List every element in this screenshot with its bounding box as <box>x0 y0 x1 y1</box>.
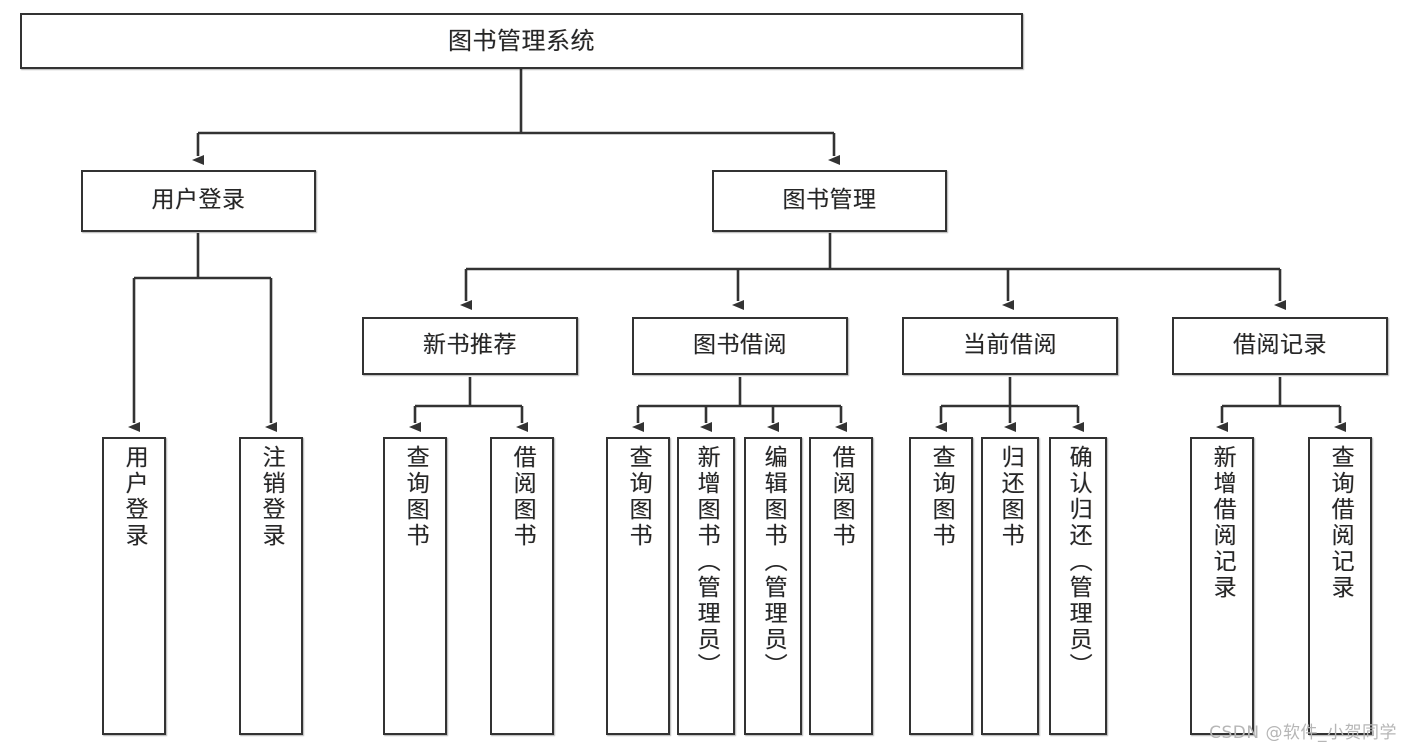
node-borrow-record[interactable]: 借阅记录 <box>1172 317 1388 375</box>
node-leaf-query-book-3[interactable]: 查询图书 <box>909 437 973 735</box>
node-leaf-query-book-2-label: 查询图书 <box>625 445 652 549</box>
node-current-borrow-label: 当前借阅 <box>963 332 1057 359</box>
node-user-login-label: 用户登录 <box>151 187 246 214</box>
node-new-book-recommend[interactable]: 新书推荐 <box>362 317 578 375</box>
watermark-text: CSDN @软件_小贺同学 <box>1209 723 1397 743</box>
node-user-login[interactable]: 用户登录 <box>81 170 316 232</box>
node-borrow-record-label: 借阅记录 <box>1233 332 1327 359</box>
node-book-borrow[interactable]: 图书借阅 <box>632 317 848 375</box>
node-leaf-query-book-2[interactable]: 查询图书 <box>606 437 670 735</box>
node-leaf-return-book[interactable]: 归还图书 <box>981 437 1039 735</box>
node-new-book-recommend-label: 新书推荐 <box>423 332 517 359</box>
node-book-borrow-label: 图书借阅 <box>693 332 787 359</box>
node-leaf-add-book[interactable]: 新增图书（管理员） <box>677 437 735 735</box>
node-leaf-borrow-book-2-label: 借阅图书 <box>828 445 855 549</box>
node-leaf-add-record[interactable]: 新增借阅记录 <box>1190 437 1254 735</box>
node-leaf-query-book-1[interactable]: 查询图书 <box>383 437 447 735</box>
node-leaf-borrow-book-1-label: 借阅图书 <box>509 445 536 549</box>
node-leaf-edit-book[interactable]: 编辑图书（管理员） <box>744 437 802 735</box>
node-leaf-query-book-1-label: 查询图书 <box>402 445 429 549</box>
node-leaf-edit-book-label: 编辑图书（管理员） <box>760 445 787 679</box>
node-leaf-query-record-label: 查询借阅记录 <box>1327 445 1354 601</box>
node-root[interactable]: 图书管理系统 <box>20 13 1023 69</box>
node-leaf-return-book-label: 归还图书 <box>997 445 1024 549</box>
node-leaf-logout[interactable]: 注销登录 <box>239 437 303 735</box>
node-leaf-query-record[interactable]: 查询借阅记录 <box>1308 437 1372 735</box>
node-leaf-borrow-book-2[interactable]: 借阅图书 <box>809 437 873 735</box>
node-leaf-confirm-return[interactable]: 确认归还（管理员） <box>1049 437 1107 735</box>
node-book-manage[interactable]: 图书管理 <box>712 170 947 232</box>
node-current-borrow[interactable]: 当前借阅 <box>902 317 1118 375</box>
node-leaf-confirm-return-label: 确认归还（管理员） <box>1065 445 1092 679</box>
node-root-label: 图书管理系统 <box>448 26 595 55</box>
node-leaf-add-book-label: 新增图书（管理员） <box>693 445 720 679</box>
node-leaf-logout-label: 注销登录 <box>258 445 285 549</box>
node-leaf-user-login[interactable]: 用户登录 <box>102 437 166 735</box>
node-leaf-query-book-3-label: 查询图书 <box>928 445 955 549</box>
node-leaf-add-record-label: 新增借阅记录 <box>1209 445 1236 601</box>
node-leaf-user-login-label: 用户登录 <box>121 445 148 549</box>
node-book-manage-label: 图书管理 <box>782 187 877 214</box>
node-leaf-borrow-book-1[interactable]: 借阅图书 <box>490 437 554 735</box>
